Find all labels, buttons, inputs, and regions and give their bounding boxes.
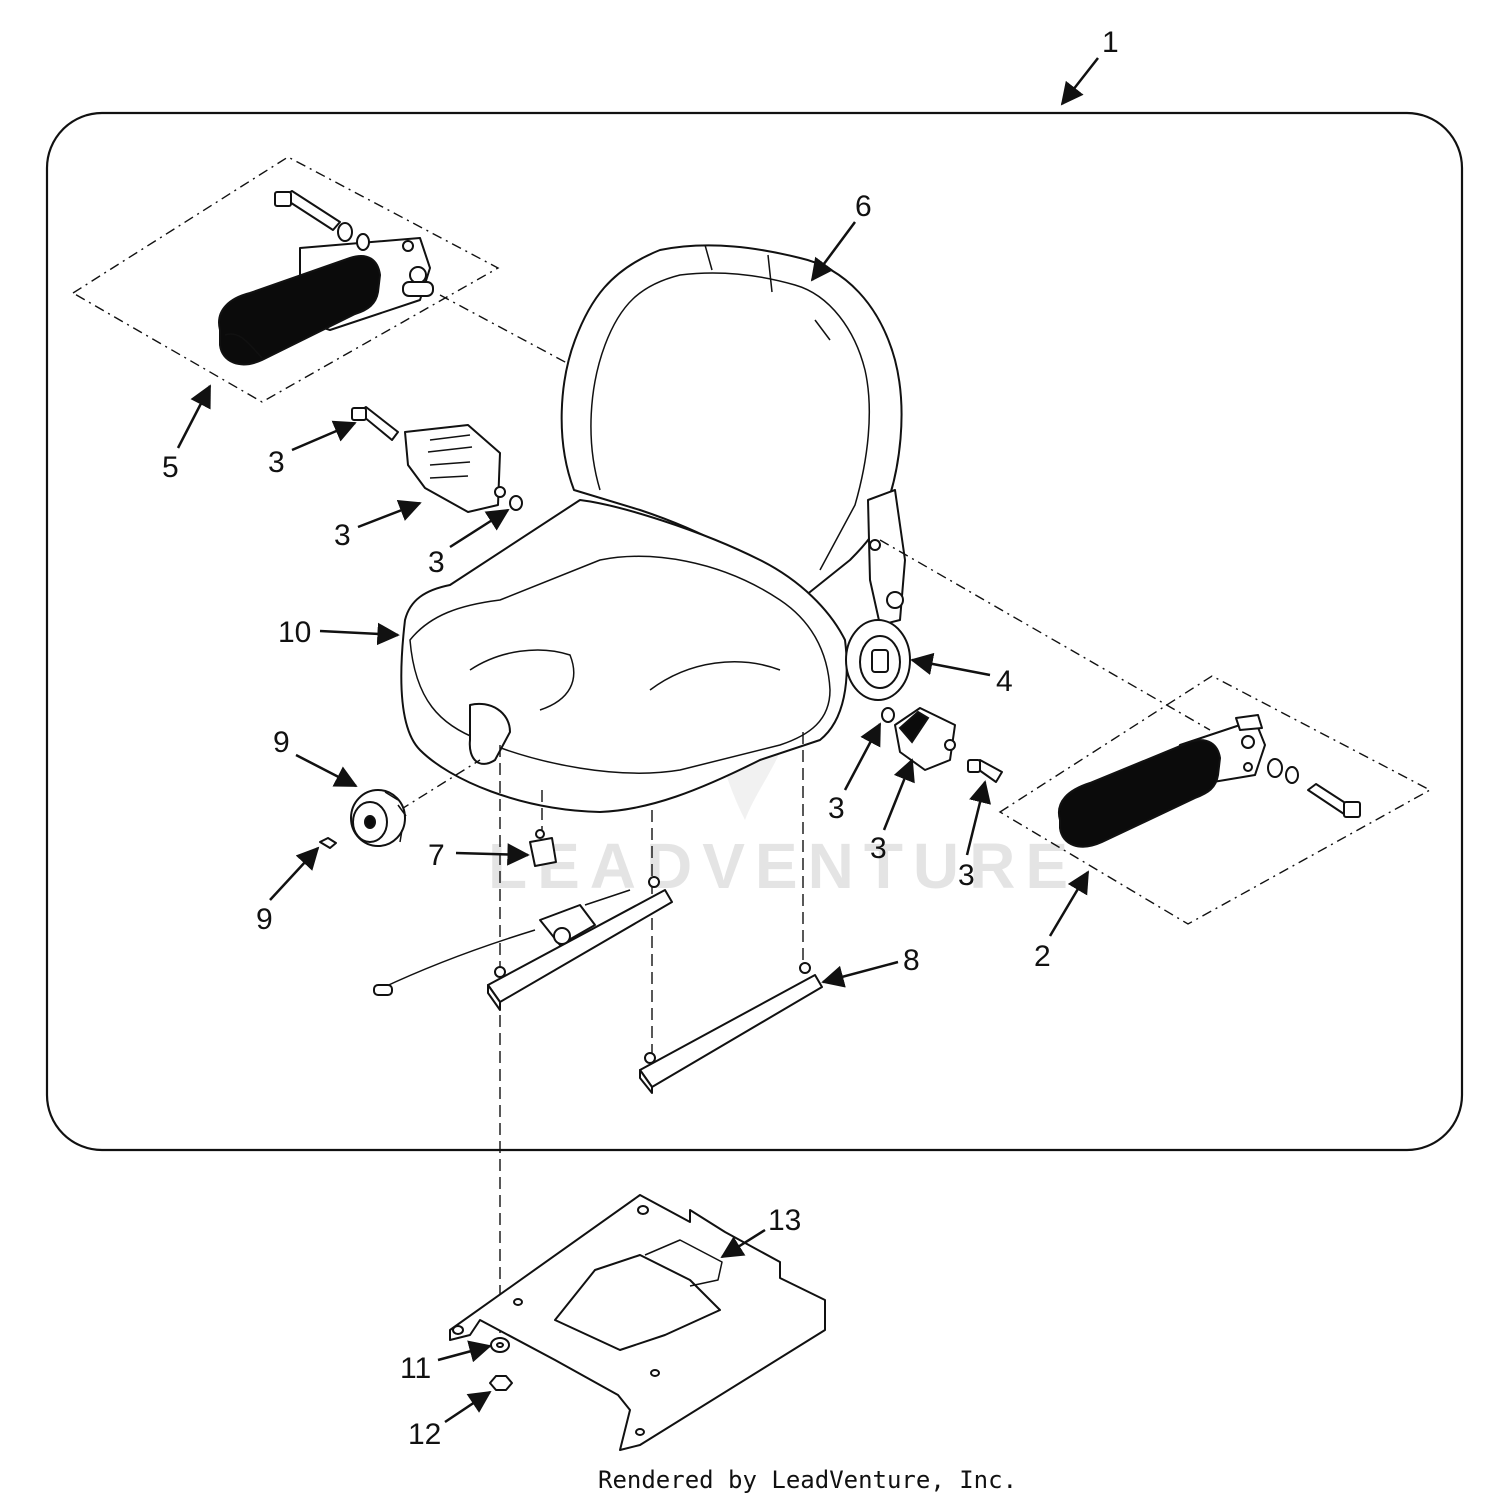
right-belt-hardware	[881, 707, 1003, 783]
knob-screw	[319, 837, 337, 849]
right-seat-rail	[639, 962, 823, 1094]
left-seat-rail	[373, 876, 673, 1011]
seat-mounting-plate	[449, 1194, 826, 1451]
leader-lines	[176, 57, 1099, 1424]
callout-3-e: 3	[870, 832, 887, 865]
callout-1: 1	[1102, 26, 1119, 59]
assembly-boundary	[45, 111, 1464, 1152]
hex-nut	[489, 1375, 513, 1391]
right-armrest	[879, 539, 1432, 925]
left-belt-hardware	[351, 406, 523, 513]
callout-10: 10	[278, 616, 311, 649]
watermark-text: LEADVENTURE	[488, 830, 1078, 902]
left-armrest	[71, 156, 581, 403]
callout-13: 13	[768, 1204, 801, 1237]
callout-5: 5	[162, 451, 179, 484]
callout-9-b: 9	[256, 903, 273, 936]
callout-3-f: 3	[958, 859, 975, 892]
washer	[490, 1337, 510, 1353]
callout-7: 7	[428, 839, 445, 872]
callout-2: 2	[1034, 940, 1051, 973]
callout-11: 11	[400, 1352, 431, 1385]
seat-belt-retractor	[845, 619, 911, 701]
callout-3-a: 3	[268, 446, 285, 479]
callout-labels: 1 6 5 3 3 3 10 4 9 3 7 3 3 9 8 2 13 11 1…	[162, 26, 1119, 1451]
seat-cushion	[400, 499, 848, 813]
callout-4: 4	[996, 665, 1013, 698]
adjustment-knob	[350, 759, 481, 847]
callout-6: 6	[855, 190, 872, 223]
mounting-guides	[499, 732, 804, 1340]
seat-hinge	[867, 489, 906, 626]
callout-3-d: 3	[828, 792, 845, 825]
seat-back	[560, 244, 903, 601]
callout-12: 12	[408, 1418, 441, 1451]
callout-3-c: 3	[428, 546, 445, 579]
callout-3-b: 3	[334, 519, 351, 552]
callout-8: 8	[903, 944, 920, 977]
right-armrest-hardware	[1267, 758, 1361, 818]
render-credit: Rendered by LeadVenture, Inc.	[598, 1466, 1017, 1494]
left-armrest-hardware	[274, 190, 370, 251]
seat-switch	[529, 829, 557, 867]
callout-9-a: 9	[273, 726, 290, 759]
